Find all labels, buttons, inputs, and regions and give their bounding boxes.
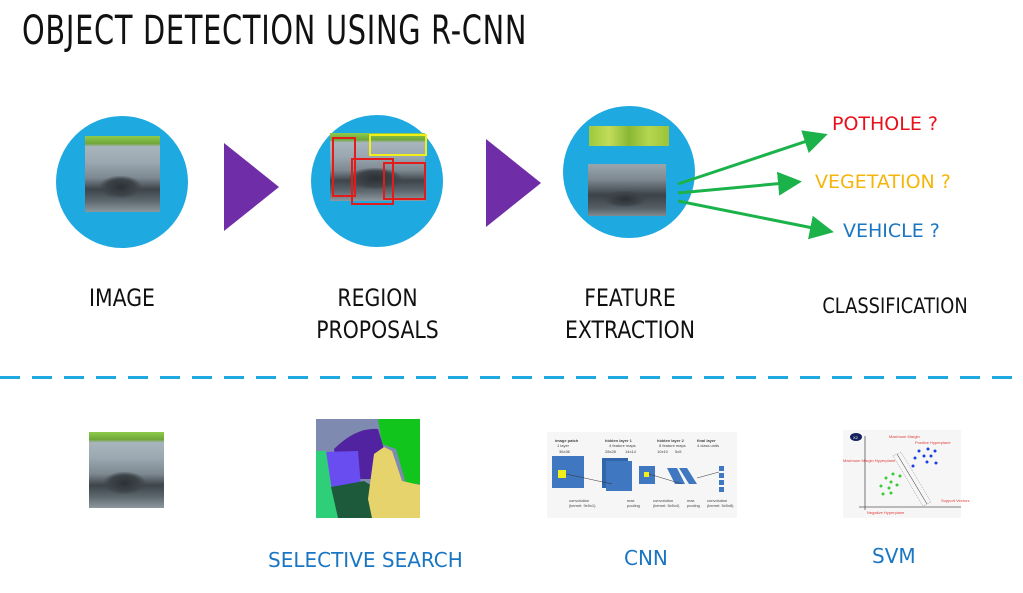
cnn-layer-sub: 4 class units xyxy=(697,443,720,448)
input-image-thumbnail xyxy=(89,432,164,508)
svm-label: Negative Hyperplane xyxy=(867,510,905,515)
class-pothole: POTHOLE ? xyxy=(832,113,938,135)
road-image xyxy=(85,136,160,212)
step-label-line: REGION xyxy=(337,284,418,312)
step-label-region-proposals: REGION PROPOSALS xyxy=(312,282,444,346)
method-label-svm: SVM xyxy=(872,544,916,568)
cnn-layer-name: hidden layer 2 xyxy=(657,438,684,443)
method-label-cnn: CNN xyxy=(624,546,668,570)
cnn-op-label: convolution xyxy=(653,498,674,503)
step-label-line: EXTRACTION xyxy=(565,316,695,344)
selective-search-segmentation xyxy=(316,419,420,518)
cnn-layer-size: 14x14 xyxy=(625,449,636,454)
svm-label: Positive Hyperplane xyxy=(915,440,951,445)
cnn-op-label: (kernel: 9x9x1) xyxy=(569,503,596,508)
cnn-layers-graphic xyxy=(552,456,724,492)
cnn-layer-name: final layer xyxy=(697,438,716,443)
arrow-to-pothole xyxy=(677,130,828,186)
cnn-layer-name: image patch xyxy=(555,438,579,443)
region-proposals-circle xyxy=(311,115,443,247)
proposal-box xyxy=(383,162,426,200)
page-title: OBJECT DETECTION USING R-CNN xyxy=(22,8,528,54)
cnn-op-label: max xyxy=(687,498,695,503)
step-label-line: CLASSIFICATION xyxy=(822,294,968,318)
proposal-box-vegetation xyxy=(369,134,427,156)
svm-label: Maximum Margin Hyperplane xyxy=(843,458,896,463)
cnn-layer-sub: 4 feature maps xyxy=(609,443,636,448)
feature-extraction-circle xyxy=(563,106,695,238)
cnn-op-label: max xyxy=(627,498,635,503)
svm-label: Maximum Margin xyxy=(889,434,920,439)
cnn-op-label: (kernel: 5x5x8) xyxy=(707,503,734,508)
class-vegetation: VEGETATION ? xyxy=(815,171,951,193)
step-label-image: IMAGE xyxy=(63,282,182,314)
pothole-crop xyxy=(588,164,666,216)
step-label-line: IMAGE xyxy=(89,284,155,312)
svm-axis-badge: X2 xyxy=(853,435,858,440)
cnn-layer-size: 10x10 xyxy=(657,449,668,454)
step-label-feature-extraction: FEATURE EXTRACTION xyxy=(562,282,698,346)
cnn-op-label: pooling xyxy=(687,503,700,508)
arrow-to-vehicle xyxy=(677,199,834,240)
method-label-selective-search: SELECTIVE SEARCH xyxy=(268,548,463,572)
image-circle xyxy=(56,116,188,248)
proposal-box xyxy=(332,137,356,197)
svm-graphic xyxy=(850,433,961,510)
arrow-to-vegetation xyxy=(677,171,802,196)
cnn-architecture-diagram: image patch 1 layer 36x36 hidden layer 1… xyxy=(547,432,737,518)
cnn-layer-sub: 8 feature maps xyxy=(659,443,686,448)
dashed-divider xyxy=(0,376,1023,379)
cnn-op-label: pooling xyxy=(627,503,640,508)
svm-label: Support Vectors xyxy=(941,498,970,503)
cnn-layer-size: 28x28 xyxy=(605,449,616,454)
svm-diagram: X2 Maximum Margin Positive Hyperplane Ma… xyxy=(843,430,969,518)
arrow-right-icon xyxy=(486,139,541,227)
cnn-layer-size: 36x36 xyxy=(559,449,570,454)
cnn-op-label: convolution xyxy=(569,498,590,503)
cnn-op-label: (kernel: 5x5x4) xyxy=(653,503,680,508)
vegetation-crop xyxy=(589,126,669,146)
class-vehicle: VEHICLE ? xyxy=(843,220,940,242)
step-label-line: FEATURE xyxy=(584,284,676,312)
road-image xyxy=(330,133,425,201)
step-label-line: PROPOSALS xyxy=(316,316,439,344)
proposal-box xyxy=(351,158,394,205)
cnn-layer-name: hidden layer 1 xyxy=(605,438,632,443)
cnn-op-label: convolution xyxy=(707,498,728,503)
cnn-layer-sub: 1 layer xyxy=(557,443,570,448)
arrow-right-icon xyxy=(224,143,279,231)
classification-arrows xyxy=(677,130,834,240)
cnn-layer-size: 5x5 xyxy=(675,449,682,454)
step-label-classification: CLASSIFICATION xyxy=(806,290,985,322)
